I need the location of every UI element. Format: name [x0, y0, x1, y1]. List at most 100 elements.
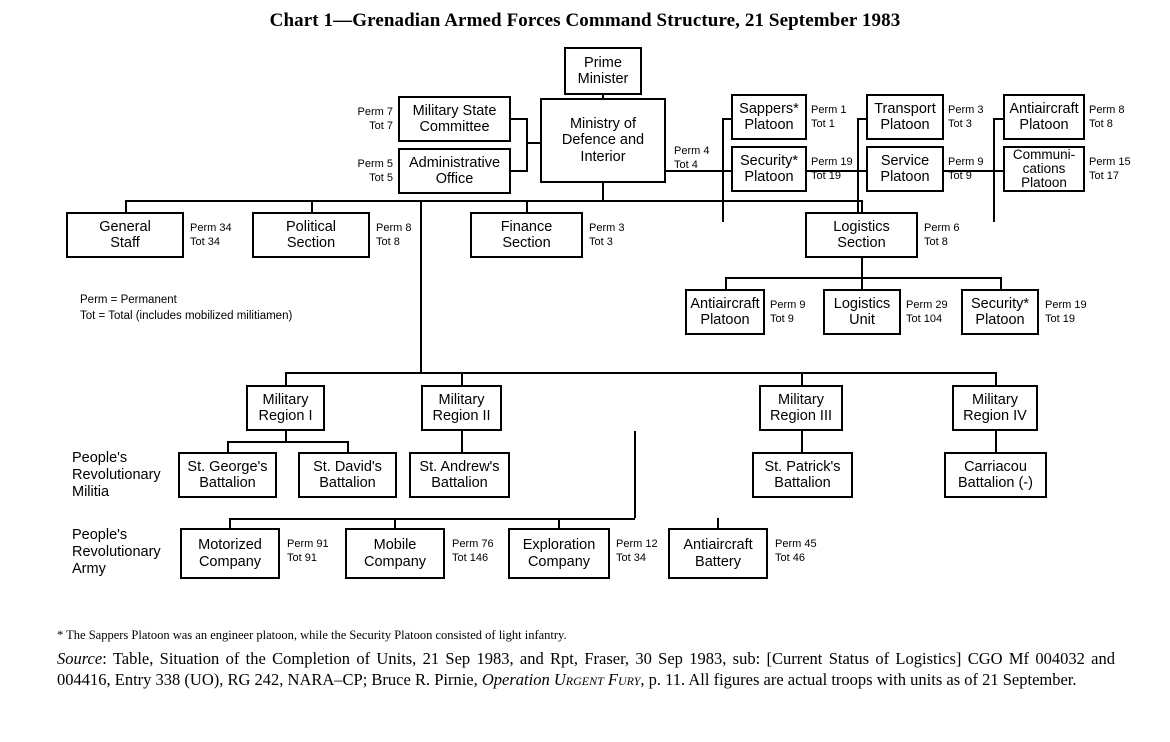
- node-motorized-company: Motorized Company: [180, 528, 280, 579]
- transport-stub: [857, 118, 868, 120]
- node-carriacou-battalion: Carriacou Battalion (-): [944, 452, 1047, 498]
- mscttee-stub: [511, 118, 528, 120]
- node-communications-platoon: Communi- cations Platoon: [1003, 146, 1085, 192]
- str-political-section: Perm 8 Tot 8: [376, 222, 412, 248]
- node-label: Security* Platoon: [739, 152, 799, 185]
- node-prime-minister: Prime Minister: [564, 47, 642, 95]
- legend-key: Perm = Permanent Tot = Total (includes m…: [80, 294, 293, 322]
- node-label: Antiaircraft Battery: [683, 537, 753, 570]
- node-label: St. George's Battalion: [187, 458, 268, 491]
- security-top-stub: [722, 170, 733, 172]
- ministry-right-stub: [666, 170, 722, 172]
- source-operation-italic: Operation: [481, 670, 554, 690]
- node-label: St. Andrew's Battalion: [419, 458, 500, 491]
- log-sec-drop: [1000, 277, 1002, 291]
- str-security-platoon-top: Perm 19 Tot 19: [811, 156, 853, 182]
- logistics-down: [861, 258, 863, 277]
- node-finance-section: Finance Section: [470, 212, 583, 258]
- node-security-platoon-log: Security* Platoon: [961, 289, 1039, 335]
- node-antiaircraft-battery: Antiaircraft Battery: [668, 528, 768, 579]
- str-communications-platoon: Perm 15 Tot 17: [1089, 156, 1131, 182]
- node-label: Carriacou Battalion (-): [958, 458, 1033, 491]
- str-ministry: Perm 4 Tot 4: [674, 145, 710, 171]
- str-security-platoon-log: Perm 19 Tot 19: [1045, 299, 1087, 325]
- node-label: St. David's Battalion: [313, 458, 382, 491]
- node-label: Military Region I: [258, 391, 313, 424]
- str-sappers-platoon: Perm 1 Tot 1: [811, 104, 847, 130]
- left-bracket-to-ministry: [526, 142, 542, 144]
- communications-stub: [993, 170, 1005, 172]
- footnote-text: * The Sappers Platoon was an engineer pl…: [57, 628, 567, 642]
- str-antiaircraft-platoon-top: Perm 8 Tot 8: [1089, 104, 1125, 130]
- node-military-region-3: Military Region III: [759, 385, 843, 431]
- str-motorized-company: Perm 91 Tot 91: [287, 538, 329, 564]
- str-logistics-unit: Perm 29 Tot 104: [906, 299, 948, 325]
- branch-label-militia: People's Revolutionary Militia: [72, 450, 161, 501]
- node-label: Ministry of Defence and Interior: [561, 116, 645, 165]
- node-label: Motorized Company: [198, 537, 262, 570]
- node-label: Mobile Company: [363, 537, 427, 570]
- log-unit-drop: [861, 277, 863, 291]
- str-service-platoon: Perm 9 Tot 9: [948, 156, 984, 182]
- regions-bus: [285, 372, 996, 374]
- node-political-section: Political Section: [252, 212, 370, 258]
- mobile-drop: [394, 518, 396, 530]
- node-military-region-2: Military Region II: [421, 385, 502, 431]
- army-bus: [229, 518, 635, 520]
- node-label: Security* Platoon: [970, 295, 1030, 328]
- node-label: Communi- cations Platoon: [1012, 147, 1076, 190]
- node-label: Prime Minister: [577, 54, 629, 87]
- str-antiaircraft-platoon-log: Perm 9 Tot 9: [770, 299, 806, 325]
- node-label: Finance Section: [500, 218, 553, 251]
- source-citation: Source: Table, Situation of the Completi…: [57, 648, 1115, 690]
- str-antiaircraft-battery: Perm 45 Tot 46: [775, 538, 817, 564]
- region1-down: [285, 431, 287, 441]
- node-mobile-company: Mobile Company: [345, 528, 445, 579]
- node-label: Political Section: [286, 218, 336, 251]
- node-logistics-section: Logistics Section: [805, 212, 918, 258]
- node-security-platoon-top: Security* Platoon: [731, 146, 807, 192]
- node-st-georges-battalion: St. George's Battalion: [178, 452, 277, 498]
- str-mobile-company: Perm 76 Tot 146: [452, 538, 494, 564]
- node-general-staff: General Staff: [66, 212, 184, 258]
- st-georges-drop: [227, 441, 229, 454]
- node-transport-platoon: Transport Platoon: [866, 94, 944, 140]
- node-label: Sappers* Platoon: [739, 100, 799, 133]
- node-label: Administrative Office: [408, 154, 501, 187]
- branch-label-army: People's Revolutionary Army: [72, 527, 161, 578]
- node-exploration-company: Exploration Company: [508, 528, 610, 579]
- node-antiaircraft-platoon-top: Antiaircraft Platoon: [1003, 94, 1085, 140]
- node-label: Logistics Unit: [833, 295, 891, 328]
- node-label: Military State Committee: [412, 102, 497, 135]
- source-part1: : Table, Situation of the Completion of …: [57, 649, 1115, 690]
- antiaircraft-top-stub: [993, 118, 1005, 120]
- ministry-down-trunk: [602, 183, 604, 202]
- node-label: Military Region IV: [963, 391, 1027, 424]
- node-label: Transport Platoon: [874, 100, 936, 133]
- node-administrative-office: Administrative Office: [398, 148, 511, 194]
- finance-section-drop: [526, 200, 528, 214]
- exploration-drop: [558, 518, 560, 530]
- node-st-andrews-battalion: St. Andrew's Battalion: [409, 452, 510, 498]
- general-staff-drop: [125, 200, 127, 214]
- node-military-region-4: Military Region IV: [952, 385, 1038, 431]
- node-label: Military Region II: [432, 391, 491, 424]
- node-st-davids-battalion: St. David's Battalion: [298, 452, 397, 498]
- sappers-stub: [722, 118, 733, 120]
- army-trunk-vert: [634, 431, 636, 518]
- antiaircraft-battery-drop: [717, 518, 719, 530]
- pm-to-ministry: [602, 95, 604, 99]
- node-sappers-platoon: Sappers* Platoon: [731, 94, 807, 140]
- source-label: Source: [57, 649, 103, 668]
- political-section-drop: [311, 200, 313, 214]
- region4-drop: [995, 372, 997, 387]
- main-trunk-from-bus: [420, 200, 422, 374]
- node-st-patricks-battalion: St. Patrick's Battalion: [752, 452, 853, 498]
- node-antiaircraft-platoon-log: Antiaircraft Platoon: [685, 289, 765, 335]
- region3-drop: [801, 372, 803, 387]
- node-service-platoon: Service Platoon: [866, 146, 944, 192]
- node-label: Exploration Company: [522, 537, 596, 570]
- node-label: St. Patrick's Battalion: [764, 458, 841, 491]
- node-military-region-1: Military Region I: [246, 385, 325, 431]
